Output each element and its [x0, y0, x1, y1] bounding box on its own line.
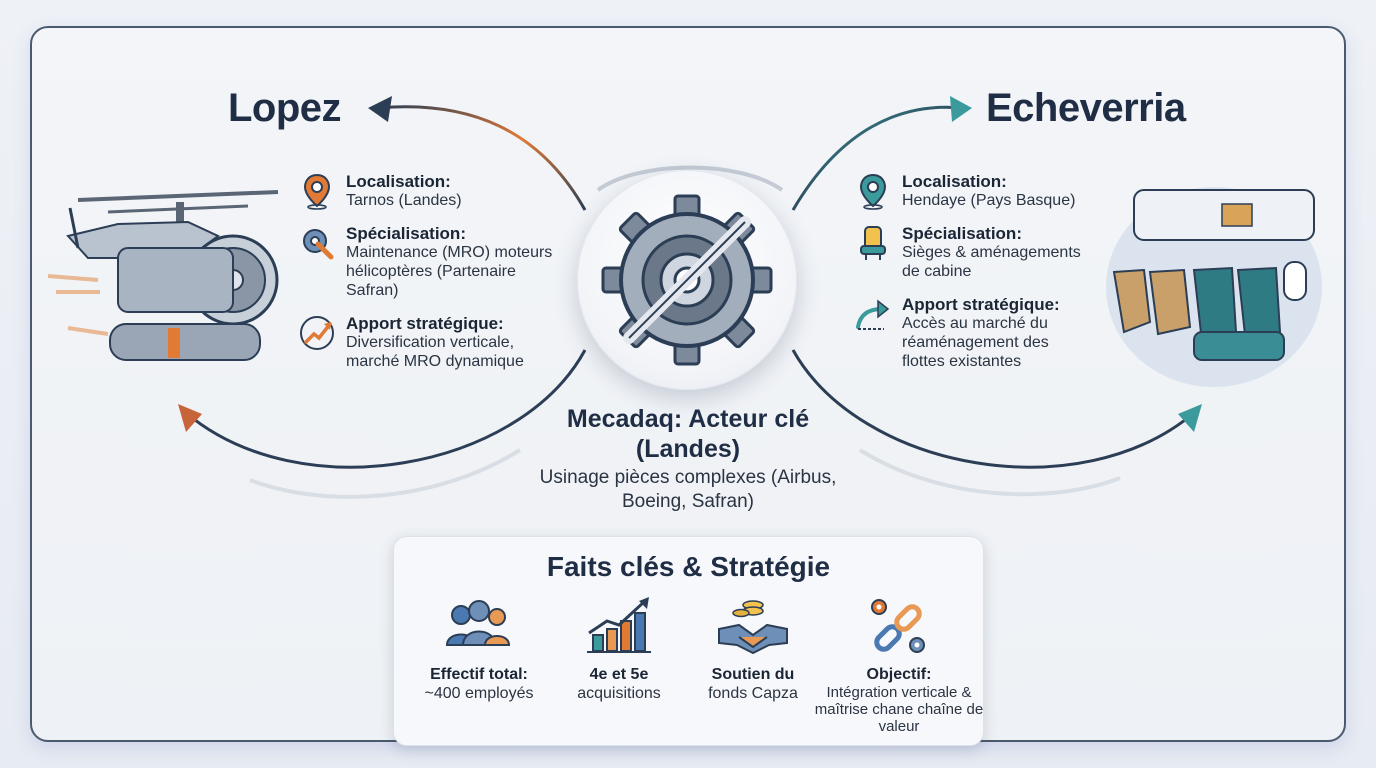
- bar-growth-icon: [587, 597, 651, 653]
- lopez-localisation: Localisation:Tarnos (Landes): [298, 172, 558, 210]
- fact-objectif-label: Objectif:: [866, 666, 932, 683]
- chain-gear-icon: [871, 599, 925, 653]
- fact-effectif: Effectif total: ~400 employés: [404, 595, 554, 703]
- echeverria-specialisation-text: Sièges & aménagements de cabine: [902, 244, 1081, 280]
- fact-effectif-label: Effectif total:: [430, 666, 528, 683]
- lopez-specialisation-label: Spécialisation:: [346, 224, 466, 243]
- location-pin-icon: [303, 173, 331, 210]
- lopez-apport-text: Diversification verticale, marché MRO dy…: [346, 334, 524, 370]
- location-pin-icon: [859, 173, 887, 210]
- echeverria-localisation-label: Localisation:: [902, 172, 1007, 191]
- lopez-apport: Apport stratégique:Diversification verti…: [298, 314, 558, 371]
- seat-icon: [860, 226, 886, 260]
- facts-panel: Faits clés & Stratégie Effectif total: ~…: [393, 536, 984, 746]
- fact-objectif-text: Intégration verticale & maîtrise chane c…: [814, 684, 984, 735]
- gear-wrench-icon: [601, 194, 773, 366]
- echeverria-specialisation: Spécialisation:Sièges & aménagements de …: [854, 224, 1094, 281]
- lopez-specialisation: Spécialisation:Maintenance (MRO) moteurs…: [298, 224, 558, 300]
- mecadaq-hub: [577, 170, 797, 390]
- gear-wrench-icon: [303, 229, 334, 260]
- lopez-info-list: Localisation:Tarnos (Landes) Spécialisat…: [298, 172, 558, 385]
- handshake-icon: [718, 600, 788, 655]
- fact-acquisitions-label: 4e et 5e: [589, 666, 649, 683]
- lopez-apport-label: Apport stratégique:: [346, 314, 504, 333]
- fact-acquisitions: 4e et 5e acquisitions: [544, 595, 694, 703]
- echeverria-localisation: Localisation:Hendaye (Pays Basque): [854, 172, 1094, 210]
- echeverria-title: Echeverria: [986, 86, 1186, 130]
- lopez-title: Lopez: [228, 86, 342, 130]
- fact-soutien: Soutien du fonds Capza: [678, 595, 828, 703]
- forward-arrow-icon: [856, 299, 890, 330]
- fact-soutien-text: fonds Capza: [708, 685, 798, 702]
- fact-soutien-label: Soutien du: [711, 666, 795, 683]
- fact-acquisitions-text: acquisitions: [577, 685, 661, 702]
- echeverria-apport-text: Accès au marché du réaménagement des flo…: [902, 315, 1049, 370]
- echeverria-localisation-text: Hendaye (Pays Basque): [902, 192, 1076, 209]
- growth-arrow-icon: [300, 316, 334, 350]
- lopez-specialisation-text: Maintenance (MRO) moteurs hélicoptères (…: [346, 244, 553, 299]
- cabin-seats-illustration: [1106, 187, 1322, 387]
- echeverria-info-list: Localisation:Hendaye (Pays Basque) Spéci…: [854, 172, 1094, 385]
- lopez-localisation-text: Tarnos (Landes): [346, 192, 462, 209]
- fact-objectif: Objectif: Intégration verticale & maîtri…: [814, 595, 984, 735]
- echeverria-apport-label: Apport stratégique:: [902, 295, 1060, 314]
- echeverria-specialisation-label: Spécialisation:: [902, 224, 1022, 243]
- people-icon: [445, 600, 511, 646]
- helicopter-engine-illustration: [48, 190, 279, 361]
- fact-effectif-text: ~400 employés: [424, 685, 534, 702]
- echeverria-apport: Apport stratégique:Accès au marché du ré…: [854, 295, 1094, 371]
- lopez-localisation-label: Localisation:: [346, 172, 451, 191]
- facts-title: Faits clés & Stratégie: [546, 551, 831, 582]
- hub-title: Mecadaq: Acteur clé (Landes): [566, 405, 810, 463]
- hub-subtitle: Usinage pièces complexes (Airbus, Boeing…: [539, 467, 837, 512]
